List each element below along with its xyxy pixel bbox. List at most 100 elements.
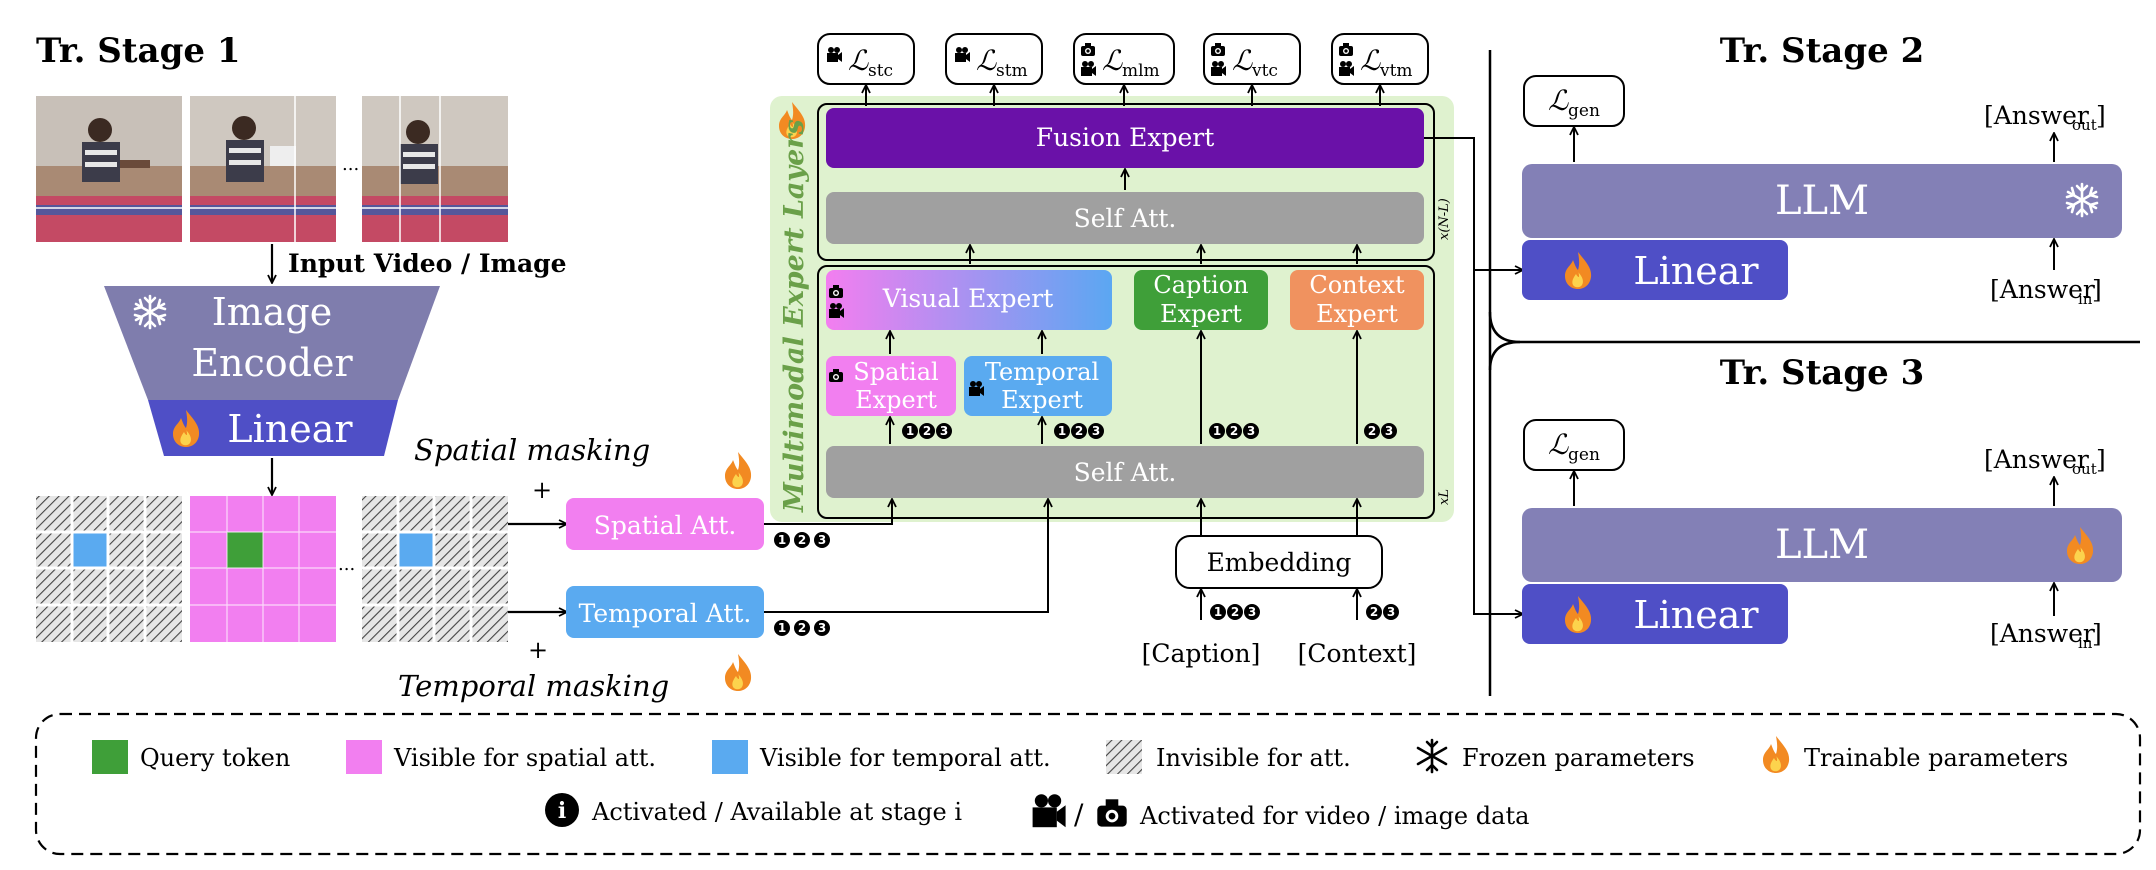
svg-text:[Answer: [Answer bbox=[1990, 619, 2095, 648]
svg-text:gen: gen bbox=[1568, 445, 1600, 465]
flame-icon bbox=[725, 452, 752, 489]
stage-badges-caption-expert: 1 2 3 bbox=[1209, 423, 1259, 439]
svg-text:i: i bbox=[558, 798, 566, 824]
token-grid-1 bbox=[36, 496, 182, 642]
svg-text:ℒ: ℒ bbox=[1548, 84, 1569, 117]
legend-camera-icon bbox=[1097, 799, 1127, 827]
legend-invisible-swatch bbox=[1106, 740, 1142, 774]
spatial-expert-box bbox=[826, 356, 956, 416]
spatial-masking-label: Spatial masking bbox=[414, 433, 650, 467]
stage3-answer-out: [Answer out ] bbox=[1984, 445, 2106, 478]
temporal-expert-line2: Expert bbox=[1001, 386, 1083, 414]
encoder-linear-label: Linear bbox=[227, 407, 353, 451]
self-att-bottom-box bbox=[826, 446, 1424, 498]
temporal-expert-box bbox=[964, 356, 1112, 416]
svg-text:ℒ: ℒ bbox=[1102, 44, 1123, 77]
temporal-att-label: Temporal Att. bbox=[579, 599, 752, 628]
svg-text:vtm: vtm bbox=[1379, 61, 1413, 81]
self-att-top-box bbox=[826, 192, 1424, 244]
svg-text:stm: stm bbox=[996, 61, 1028, 81]
svg-text:]: ] bbox=[2092, 275, 2102, 304]
caption-expert-box bbox=[1134, 270, 1268, 330]
svg-text:2: 2 bbox=[798, 533, 806, 547]
legend-trainable-label: Trainable parameters bbox=[1804, 744, 2068, 772]
temporal-masking-label: Temporal masking bbox=[398, 669, 669, 703]
stage-badges-temporal-expert: 1 2 3 bbox=[1054, 423, 1104, 439]
svg-text:out: out bbox=[2072, 460, 2097, 478]
legend-slash: / bbox=[1074, 798, 1084, 831]
svg-text:3: 3 bbox=[1092, 424, 1100, 438]
svg-text:3: 3 bbox=[1248, 605, 1256, 619]
svg-text:1: 1 bbox=[778, 533, 786, 547]
stage2-llm-box bbox=[1522, 164, 2122, 238]
video-frame-3 bbox=[362, 96, 508, 242]
stage-badges-context-expert: 2 3 bbox=[1364, 423, 1397, 439]
svg-text:ℒ: ℒ bbox=[976, 44, 997, 77]
svg-text:mlm: mlm bbox=[1122, 61, 1160, 81]
input-video-label: Input Video / Image bbox=[288, 249, 567, 278]
svg-text:1: 1 bbox=[1213, 424, 1221, 438]
legend-temporal-swatch bbox=[712, 740, 748, 774]
legend-activated-stage-label: Activated / Available at stage i bbox=[591, 798, 962, 826]
flame-icon bbox=[725, 654, 752, 691]
embedding-box bbox=[1175, 535, 1383, 589]
context-expert-box bbox=[1290, 270, 1424, 330]
frames-ellipsis: ... bbox=[342, 154, 359, 175]
stage3-linear-box bbox=[1522, 584, 1788, 644]
spatial-expert-line1: Spatial bbox=[853, 358, 938, 386]
self-att-bottom-label: Self Att. bbox=[1074, 458, 1177, 487]
stage-badges-spatial-att: 1 2 3 bbox=[774, 532, 830, 548]
spatial-expert-line2: Expert bbox=[855, 386, 937, 414]
svg-text:1: 1 bbox=[1214, 605, 1222, 619]
image-encoder bbox=[104, 286, 440, 400]
visual-expert-label: Visual Expert bbox=[882, 284, 1054, 313]
svg-text:1: 1 bbox=[1058, 424, 1066, 438]
stage2-linear-box bbox=[1522, 240, 1788, 300]
legend-spatial-swatch bbox=[346, 740, 382, 774]
stage2-linear-label: Linear bbox=[1633, 249, 1759, 293]
svg-text:3: 3 bbox=[1247, 424, 1255, 438]
video-frames: ... bbox=[36, 96, 508, 242]
svg-text:1: 1 bbox=[906, 424, 914, 438]
stage3-llm-box bbox=[1522, 508, 2122, 582]
stage1-title: Tr. Stage 1 bbox=[36, 31, 240, 71]
loss-row: ℒ stc ℒ stm ℒ mlm ℒ vtc ℒ vtm bbox=[817, 33, 1429, 85]
embedding-label: Embedding bbox=[1207, 548, 1352, 577]
loss-mlm: ℒ mlm bbox=[1073, 33, 1175, 85]
svg-text:in: in bbox=[2078, 634, 2093, 652]
stage-badges-context-input: 2 3 bbox=[1366, 604, 1399, 620]
encoder-linear bbox=[148, 400, 398, 456]
spatial-att-label: Spatial Att. bbox=[594, 511, 737, 540]
image-encoder-line1: Image bbox=[212, 290, 333, 334]
loss-stc: ℒ stc bbox=[817, 33, 915, 85]
svg-text:3: 3 bbox=[940, 424, 948, 438]
grid-ellipsis: ... bbox=[338, 554, 355, 575]
svg-text:]: ] bbox=[2096, 101, 2106, 130]
svg-text:ℒ: ℒ bbox=[1232, 44, 1253, 77]
svg-text:2: 2 bbox=[798, 621, 806, 635]
legend-flame-icon bbox=[1763, 736, 1790, 773]
svg-text:in: in bbox=[2078, 290, 2093, 308]
stage2-answer-in: [Answer in ] bbox=[1990, 275, 2102, 308]
legend-temporal-label: Visible for temporal att. bbox=[759, 744, 1051, 772]
stage3-llm-label: LLM bbox=[1775, 522, 1869, 568]
loss-stm: ℒ stm bbox=[945, 33, 1043, 85]
legend-spatial-label: Visible for spatial att. bbox=[393, 744, 656, 772]
svg-text:[Answer: [Answer bbox=[1984, 101, 2089, 130]
repeat-bottom: xL bbox=[1437, 489, 1452, 505]
svg-text:out: out bbox=[2072, 116, 2097, 134]
legend-activated-data-label: Activated for video / image data bbox=[1139, 802, 1529, 830]
svg-text:vtc: vtc bbox=[1251, 61, 1278, 81]
image-encoder-line2: Encoder bbox=[191, 341, 353, 385]
svg-text:2: 2 bbox=[1368, 424, 1376, 438]
temporal-plus: + bbox=[528, 636, 548, 664]
fusion-expert-label: Fusion Expert bbox=[1036, 123, 1215, 152]
svg-text:2: 2 bbox=[1075, 424, 1083, 438]
svg-text:2: 2 bbox=[923, 424, 931, 438]
spatial-plus: + bbox=[532, 476, 552, 504]
svg-text:3: 3 bbox=[818, 621, 826, 635]
caption-input-label: [Caption] bbox=[1142, 639, 1261, 668]
stage2-title: Tr. Stage 2 bbox=[1720, 31, 1924, 71]
caption-expert-line1: Caption bbox=[1153, 271, 1248, 299]
visual-expert-box bbox=[826, 270, 1112, 330]
